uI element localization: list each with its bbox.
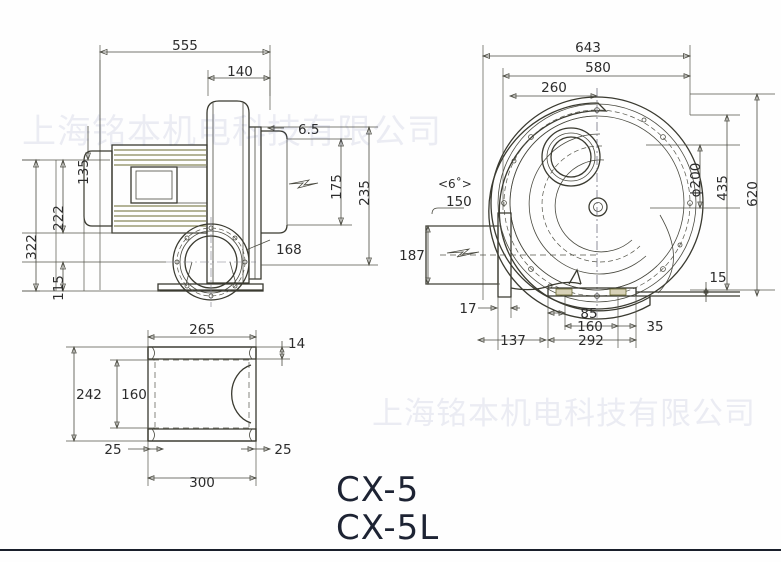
- dim-235: 235: [357, 180, 373, 206]
- dim-187: 187: [399, 248, 425, 264]
- dim-555: 555: [172, 38, 198, 54]
- dim-168: 168: [276, 242, 302, 258]
- model-title-primary: CX-5: [336, 470, 420, 510]
- dim-300: 300: [189, 475, 215, 491]
- dim-140: 140: [227, 64, 253, 80]
- dim-222: 222: [51, 205, 67, 231]
- dim-25-left: 25: [104, 442, 121, 458]
- dim-17: 17: [459, 301, 476, 317]
- dim-620: 620: [745, 181, 761, 207]
- dim-135: 135: [76, 159, 92, 185]
- bottom-border-rule: [0, 549, 781, 551]
- dim-150: 150: [446, 194, 472, 210]
- dim-14: 14: [288, 336, 305, 352]
- dim-580: 580: [585, 60, 611, 76]
- dim-115: 115: [51, 275, 67, 301]
- dim-angle-6: <6˚>: [438, 176, 472, 191]
- side-elevation-geometry: [22, 45, 378, 307]
- dim-175: 175: [329, 174, 345, 200]
- dim-6-5: 6.5: [298, 122, 319, 138]
- dim-242: 242: [76, 387, 102, 403]
- dim-435: 435: [715, 175, 731, 201]
- dim-160-base: 160: [121, 387, 147, 403]
- dim-25-right: 25: [274, 442, 291, 458]
- base-plan-geometry: [66, 330, 290, 486]
- dim-35: 35: [646, 319, 663, 335]
- dim-260: 260: [541, 80, 567, 96]
- dim-85: 85: [580, 306, 597, 322]
- model-title-secondary: CX-5L: [336, 508, 440, 548]
- dim-265: 265: [189, 322, 215, 338]
- dim-643: 643: [575, 40, 601, 56]
- dim-292: 292: [578, 333, 604, 349]
- dim-15: 15: [709, 270, 726, 286]
- dimension-labels: 555 140 6.5 135 175 235 322 222 115 168 …: [24, 38, 761, 491]
- dim-137: 137: [500, 333, 526, 349]
- dim-160-base2: 160: [577, 319, 603, 335]
- dim-phi200: ϕ200: [688, 163, 704, 198]
- front-elevation-geometry: [425, 45, 775, 350]
- dim-322: 322: [24, 234, 40, 260]
